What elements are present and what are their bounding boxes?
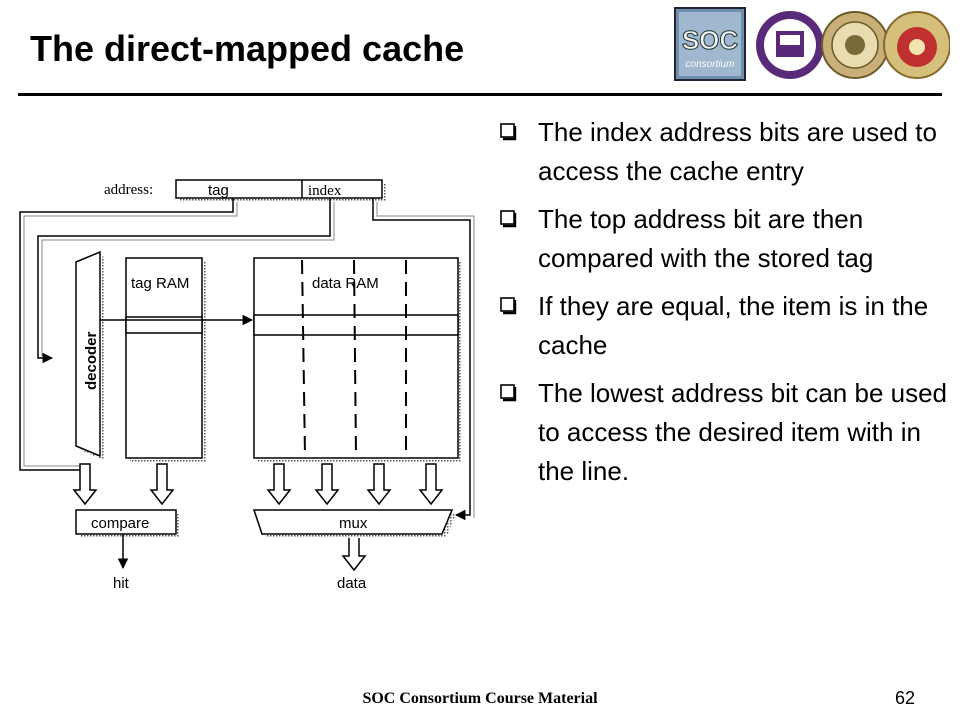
soc-logo-text: SOC bbox=[682, 25, 739, 55]
soc-consortium-logo: SOC consortium bbox=[674, 7, 746, 81]
compare-block: compare bbox=[75, 509, 180, 538]
bullet-text: If they are equal, the item is in the ca… bbox=[538, 291, 929, 360]
bullet-list: The index address bits are used to acces… bbox=[498, 113, 948, 500]
index-field-label: index bbox=[308, 183, 342, 199]
checkbox-bullet-icon bbox=[500, 210, 517, 228]
mux-block: mux bbox=[252, 509, 456, 538]
tag-field-label: tag bbox=[208, 182, 229, 199]
checkbox-bullet-icon bbox=[500, 384, 517, 402]
compare-label: compare bbox=[91, 515, 149, 532]
soc-logo-subtext: consortium bbox=[686, 59, 735, 70]
tag-ram-label: tag RAM bbox=[131, 275, 189, 292]
university-seal-purple bbox=[756, 11, 824, 79]
footer-text: SOC Consortium Course Material bbox=[362, 690, 598, 707]
direct-mapped-cache-diagram: address: tag index decoder tag RAM bbox=[19, 179, 475, 592]
university-seal-red bbox=[883, 11, 950, 79]
bullet-item: The index address bits are used to acces… bbox=[498, 113, 948, 191]
tag-ram: tag RAM bbox=[125, 257, 206, 462]
data-ram-label: data RAM bbox=[312, 275, 379, 292]
address-label: address: bbox=[104, 182, 153, 198]
title-divider bbox=[18, 93, 942, 96]
data-ram: data RAM bbox=[253, 257, 462, 462]
data-output-label: data bbox=[337, 575, 367, 592]
decoder-label: decoder bbox=[83, 331, 100, 390]
address-register: address: tag index bbox=[104, 179, 386, 202]
checkbox-bullet-icon bbox=[500, 297, 517, 315]
mux-label: mux bbox=[339, 515, 368, 532]
bullet-item: The top address bit are then compared wi… bbox=[498, 200, 948, 278]
bullet-item: If they are equal, the item is in the ca… bbox=[498, 287, 948, 365]
checkbox-bullet-icon bbox=[500, 123, 517, 141]
page-number: 62 bbox=[895, 688, 916, 708]
bullet-text: The index address bits are used to acces… bbox=[538, 117, 937, 186]
hit-label: hit bbox=[113, 575, 130, 592]
logo-strip: SOC consortium bbox=[674, 7, 950, 81]
bullet-item: The lowest address bit can be used to ac… bbox=[498, 374, 948, 491]
decoder: decoder bbox=[75, 250, 104, 460]
bullet-text: The lowest address bit can be used to ac… bbox=[538, 378, 948, 486]
bullet-text: The top address bit are then compared wi… bbox=[538, 204, 874, 273]
bus-arrows bbox=[72, 463, 444, 572]
slide-title: The direct-mapped cache bbox=[30, 28, 465, 69]
university-seal-gold bbox=[821, 11, 889, 79]
